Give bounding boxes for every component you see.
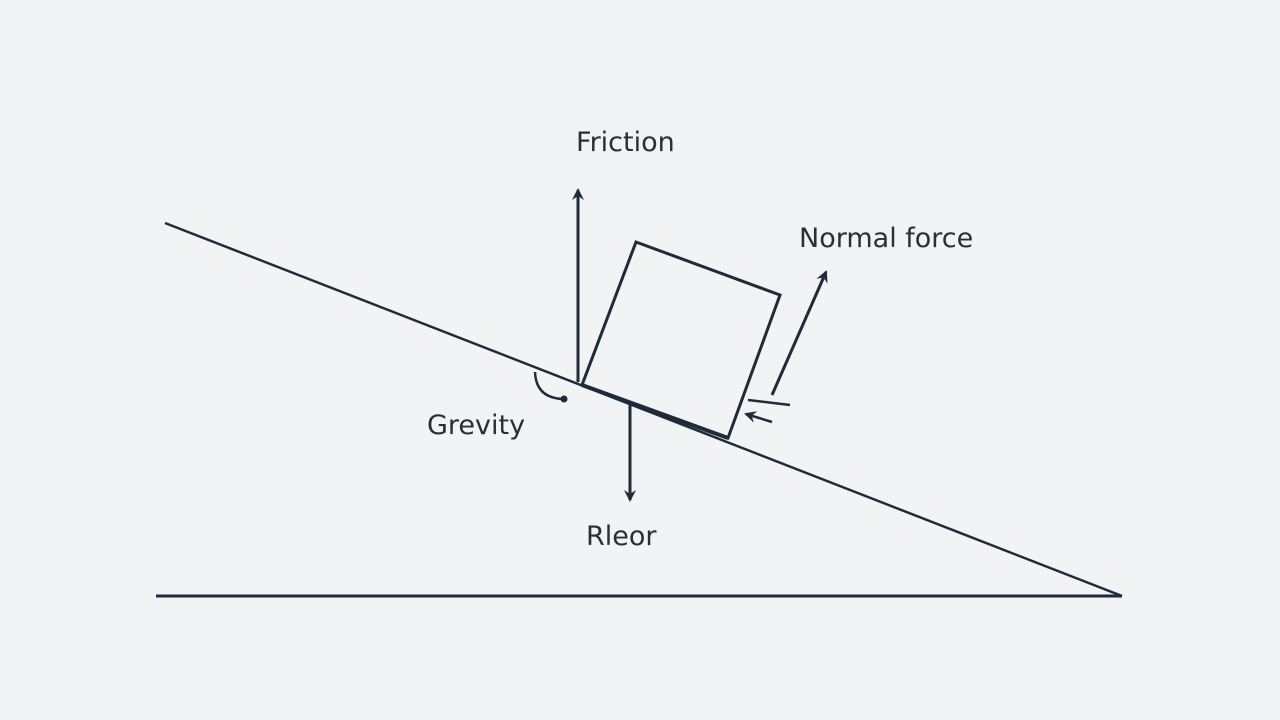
contact-pointer-arrow <box>744 411 773 424</box>
normal-force-tick <box>747 398 791 407</box>
angle-arc-dot <box>560 395 568 403</box>
incline-line <box>164 221 1123 598</box>
block <box>580 240 782 440</box>
normal-force-arrow <box>770 270 828 396</box>
bottom-force-label: Rleor <box>586 521 657 552</box>
normal-force-label: Normal force <box>799 223 974 254</box>
friction-label: Friction <box>576 127 675 158</box>
angle-arc <box>533 371 564 401</box>
gravity-label: Grevity <box>427 410 526 441</box>
